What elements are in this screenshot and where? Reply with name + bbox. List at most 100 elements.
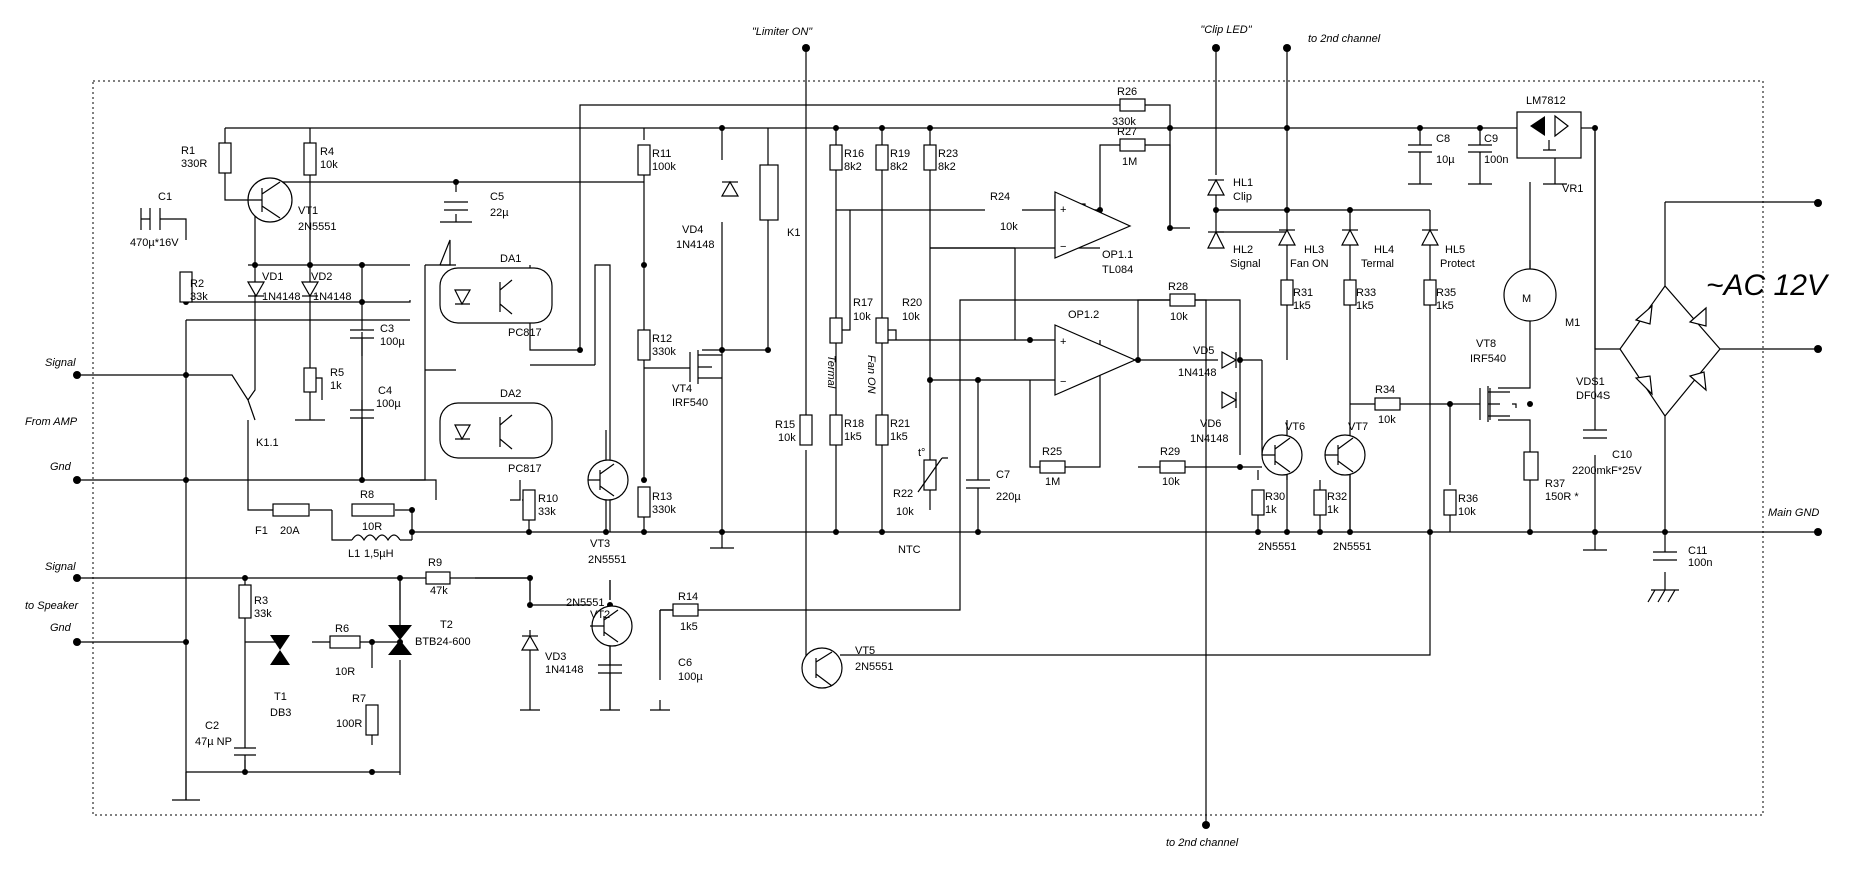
t1-value: DB3 <box>270 707 291 719</box>
junction-dot <box>641 477 647 483</box>
r14-value: 1k5 <box>680 621 698 633</box>
resistor-r7 <box>365 704 379 736</box>
junction-dot <box>927 377 933 383</box>
led-hl2 <box>1207 230 1225 249</box>
vt2-ref: VT2 <box>590 609 610 621</box>
f1-value: 20A <box>280 525 300 537</box>
c11-value: 100n <box>1688 557 1712 569</box>
r3-ref: R3 <box>254 595 268 607</box>
junction-dot <box>833 529 839 535</box>
junction-dot <box>1255 529 1261 535</box>
c8-value: 10µ <box>1436 154 1455 166</box>
junction-dot <box>1135 357 1141 363</box>
signal-in-label: Signal <box>45 357 76 369</box>
junction-dot <box>183 477 189 483</box>
resistor-r27 <box>1119 138 1146 152</box>
r33-value: 1k5 <box>1356 300 1374 312</box>
resistor-r8 <box>351 503 395 517</box>
junction-dot <box>1317 529 1323 535</box>
r37-ref: R37 <box>1545 478 1565 490</box>
resistor-r25 <box>1039 460 1066 474</box>
opamp-op11 <box>1054 191 1132 259</box>
junction-dot <box>1284 125 1290 131</box>
resistor-r30 <box>1251 489 1265 516</box>
opamp-op12 <box>1054 324 1137 396</box>
diac-t1 <box>270 635 290 665</box>
led-hl3 <box>1278 228 1296 246</box>
r26-ref: R26 <box>1117 86 1137 98</box>
resistor-r35 <box>1423 279 1437 306</box>
r6-ref: R6 <box>335 623 349 635</box>
r9-ref: R9 <box>428 557 442 569</box>
junction-dot <box>183 372 189 378</box>
op-amps: + − + − <box>1054 191 1137 396</box>
junction-dot <box>1447 401 1453 407</box>
mosfets <box>689 350 1510 422</box>
junction-dot <box>833 125 839 131</box>
vt8-value: IRF540 <box>1470 353 1506 365</box>
k1-ref: K1 <box>787 227 800 239</box>
da2-value: PC817 <box>508 463 542 475</box>
hl2-value: Signal <box>1230 258 1261 270</box>
junction-dot <box>1167 225 1173 231</box>
r9-value: 47k <box>430 585 448 597</box>
l1-ref: L1 <box>348 548 360 560</box>
c4-ref: C4 <box>378 385 392 397</box>
r24-ref: R24 <box>990 191 1010 203</box>
vr1-value: LM7812 <box>1526 95 1566 107</box>
r15-ref: R15 <box>775 419 795 431</box>
c6-ref: C6 <box>678 657 692 669</box>
vd6-ref: VD6 <box>1200 418 1221 430</box>
motor-m1 <box>1503 268 1557 322</box>
r17-ref: R17 <box>853 297 873 309</box>
r4-ref: R4 <box>320 146 334 158</box>
r7-ref: R7 <box>352 693 366 705</box>
junction-dot <box>1592 125 1598 131</box>
diode-vd3 <box>520 634 540 651</box>
r29-value: 10k <box>1162 476 1180 488</box>
junction-dot <box>719 347 725 353</box>
diode-vd2 <box>300 281 320 298</box>
r34-value: 10k <box>1378 414 1396 426</box>
r34-ref: R34 <box>1375 384 1395 396</box>
junction-dot <box>975 377 981 383</box>
hl1-value: Clip <box>1233 191 1252 203</box>
r17-value: 10k <box>853 311 871 323</box>
junction-dot <box>1477 125 1483 131</box>
c11-ref: C11 <box>1688 545 1707 557</box>
fuse-f1 <box>272 503 310 517</box>
r28-ref: R28 <box>1168 281 1188 293</box>
resistor-r6 <box>329 635 361 649</box>
k11-ref: K1.1 <box>256 437 279 449</box>
resistor-r18 <box>829 414 843 446</box>
signal-out-label: Signal <box>45 561 76 573</box>
r12-value: 330k <box>652 346 676 358</box>
r13-ref: R13 <box>652 491 672 503</box>
mosfet-vt8 <box>1479 386 1510 422</box>
junction-dot <box>409 529 415 535</box>
vt1-ref: VT1 <box>298 205 318 217</box>
limiter-on-label: "Limiter ON" <box>752 26 813 38</box>
main-gnd-label: Main GND <box>1768 507 1819 519</box>
r10-ref: R10 <box>538 493 558 505</box>
optocouplers <box>439 267 553 459</box>
r21-value: 1k5 <box>890 431 908 443</box>
resistor-r32 <box>1313 489 1327 516</box>
r1-ref: R1 <box>181 145 195 157</box>
vt8-ref: VT8 <box>1476 338 1496 350</box>
resistor-r3 <box>238 584 252 619</box>
resistor-r12 <box>637 329 651 361</box>
diode-vd6 <box>1221 390 1238 410</box>
junction-dot <box>1347 529 1353 535</box>
c10-value: 2200mkF*25V <box>1572 465 1642 477</box>
transistors <box>247 177 1366 689</box>
r27-value: 1M <box>1122 156 1137 168</box>
r35-value: 1k5 <box>1436 300 1454 312</box>
r27-ref: R27 <box>1117 126 1137 138</box>
resistor-r17 <box>829 317 843 344</box>
to-speaker-label: to Speaker <box>25 600 80 612</box>
r29-ref: R29 <box>1160 446 1180 458</box>
capacitors <box>140 144 1677 772</box>
r19-value: 8k2 <box>890 161 908 173</box>
